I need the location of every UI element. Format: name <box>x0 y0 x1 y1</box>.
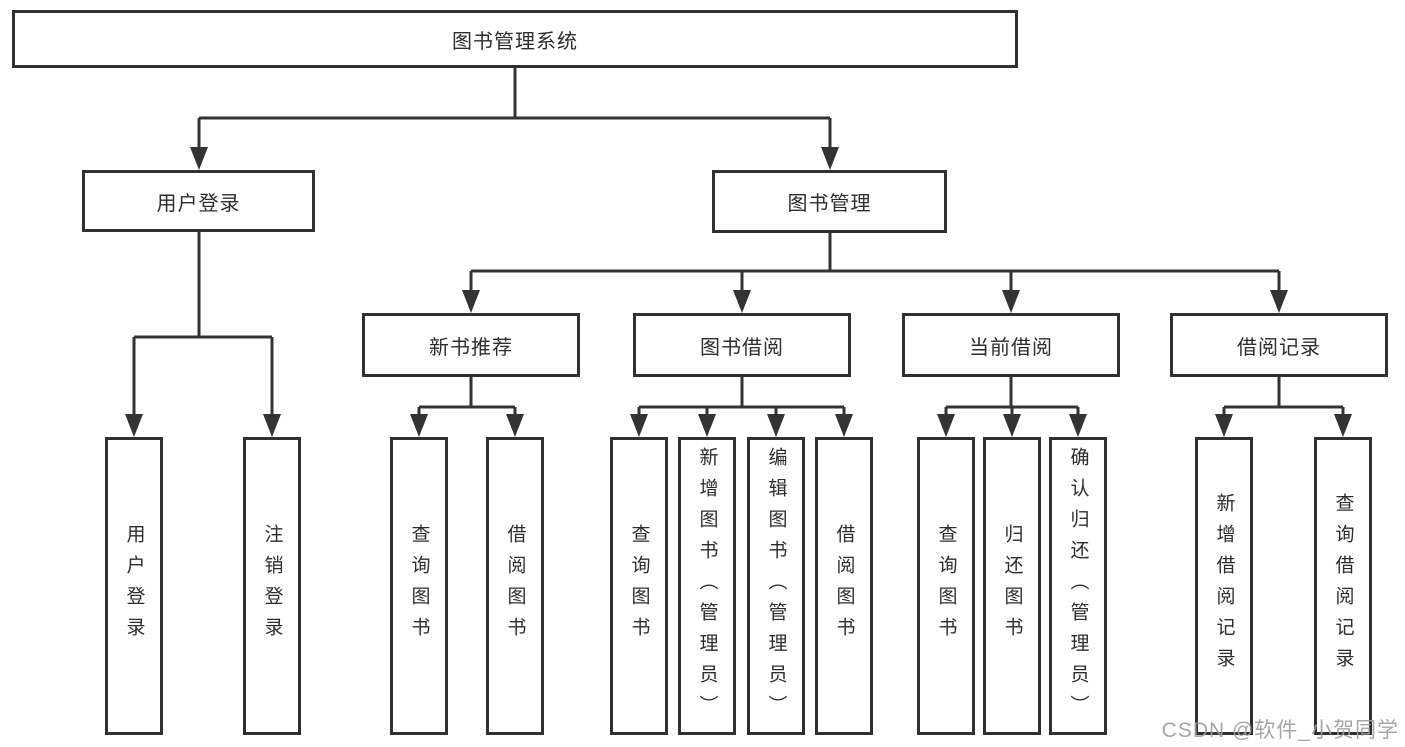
node-current-borrow-label: 当前借阅 <box>969 336 1053 359</box>
leaf-add-borrow-record-label: 新增借阅记录 <box>1213 493 1235 679</box>
node-book-management-branch: 图书管理 <box>712 170 947 233</box>
leaf-edit-books-admin: 编辑图书（管理员） <box>747 437 805 735</box>
leaf-user-login: 用户登录 <box>105 437 163 735</box>
node-new-book-recommend: 新书推荐 <box>362 313 580 377</box>
leaf-query-books-recommend: 查询图书 <box>390 437 448 735</box>
leaf-query-books-current-label: 查询图书 <box>935 524 957 648</box>
leaf-query-books-recommend-label: 查询图书 <box>408 524 430 648</box>
leaf-borrow-books-label: 借阅图书 <box>833 524 855 648</box>
node-user-login-label: 用户登录 <box>156 192 241 215</box>
leaf-query-books-borrow: 查询图书 <box>610 437 668 735</box>
node-borrow-records-label: 借阅记录 <box>1237 336 1321 359</box>
leaf-logout-label: 注销登录 <box>261 524 283 648</box>
leaf-query-books-borrow-label: 查询图书 <box>628 524 650 648</box>
leaf-borrow-books-recommend-label: 借阅图书 <box>504 524 526 648</box>
leaf-add-books-admin-label: 新增图书（管理员） <box>696 446 718 726</box>
leaf-query-borrow-record-label: 查询借阅记录 <box>1332 493 1354 679</box>
node-book-borrow: 图书借阅 <box>633 313 851 377</box>
node-user-login-branch: 用户登录 <box>82 170 315 232</box>
node-root-label: 图书管理系统 <box>452 30 578 53</box>
leaf-query-borrow-record: 查询借阅记录 <box>1314 437 1372 735</box>
leaf-borrow-books-recommend: 借阅图书 <box>486 437 544 735</box>
leaf-return-books-label: 归还图书 <box>1001 524 1023 648</box>
leaf-add-books-admin: 新增图书（管理员） <box>678 437 736 735</box>
leaf-return-books: 归还图书 <box>983 437 1041 735</box>
node-new-book-recommend-label: 新书推荐 <box>429 336 513 359</box>
arrowheads <box>125 147 1352 437</box>
leaf-user-login-label: 用户登录 <box>123 524 145 648</box>
leaf-query-books-current: 查询图书 <box>917 437 975 735</box>
leaf-logout: 注销登录 <box>243 437 301 735</box>
leaf-add-borrow-record: 新增借阅记录 <box>1195 437 1253 735</box>
csdn-watermark: CSDN @软件_小贺同学 <box>1161 719 1399 742</box>
node-book-borrow-label: 图书借阅 <box>700 336 784 359</box>
leaf-confirm-return-admin-label: 确认归还（管理员） <box>1067 446 1089 726</box>
leaf-borrow-books: 借阅图书 <box>815 437 873 735</box>
node-borrow-records: 借阅记录 <box>1170 313 1388 377</box>
node-root-system: 图书管理系统 <box>12 10 1018 68</box>
node-book-management-label: 图书管理 <box>787 193 872 215</box>
leaf-edit-books-admin-label: 编辑图书（管理员） <box>765 446 787 726</box>
node-current-borrow: 当前借阅 <box>902 313 1120 377</box>
leaf-confirm-return-admin: 确认归还（管理员） <box>1049 437 1107 735</box>
